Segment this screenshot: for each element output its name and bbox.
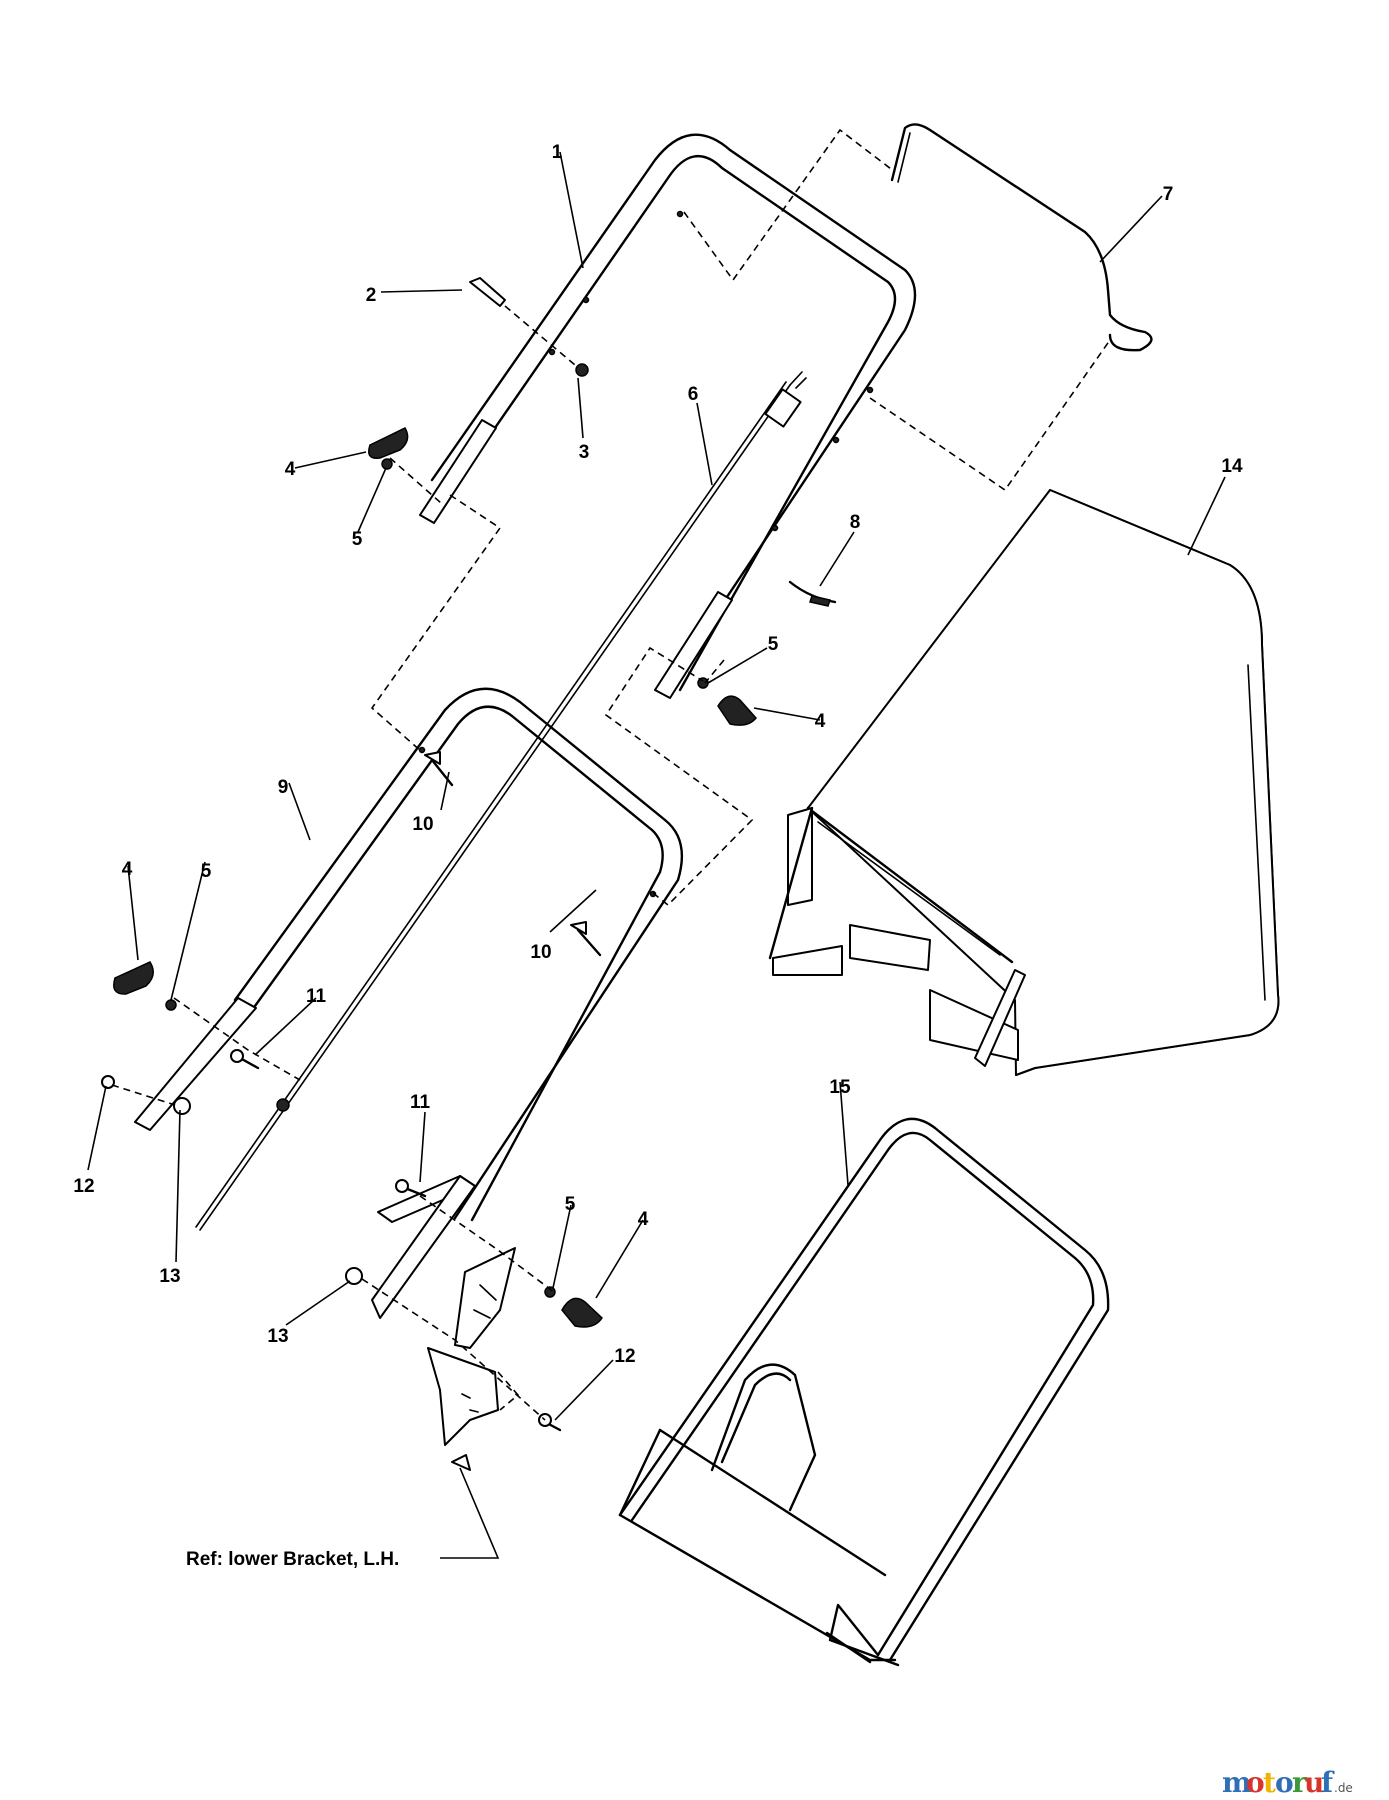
watermark-letter: u [1304,1766,1324,1799]
callout-13: 13 [267,1326,288,1347]
watermark-letter: m [1222,1766,1252,1799]
callout-12: 12 [73,1176,94,1197]
watermark-letter: o [1246,1766,1265,1799]
callout-2: 2 [366,285,377,306]
cable-clip [788,580,837,607]
callout-5: 5 [352,529,363,550]
reference-note: Ref: lower Bracket, L.H. [186,1549,399,1570]
watermark-letter: f [1321,1766,1335,1799]
leader-lines [87,151,1226,1559]
callout-1: 1 [552,142,563,163]
watermark-letter: o [1275,1766,1294,1799]
callout-3: 3 [579,442,590,463]
callout-8: 8 [850,512,861,533]
watermark-letter: t [1263,1766,1276,1799]
control-cable [195,371,807,1231]
hardware [101,277,709,1432]
callout-4: 4 [815,711,826,732]
callout-4: 4 [122,859,133,880]
callout-11: 11 [306,986,327,1007]
grass-catcher-bag [768,489,1280,1076]
callout-9: 9 [278,777,289,798]
lower-bracket [427,1247,516,1446]
callout-15: 15 [829,1077,851,1098]
assembly-dashed-lines [111,128,1111,1421]
callout-6: 6 [688,384,699,405]
callout-11: 11 [410,1092,431,1113]
callout-5: 5 [565,1194,576,1215]
callout-4: 4 [638,1209,649,1230]
callout-numbers: 1 2 3 4 5 6 7 8 5 4 14 9 4 5 10 10 11 12… [73,142,1243,1367]
callout-4: 4 [285,459,296,480]
callout-7: 7 [1163,184,1174,205]
callout-5: 5 [768,634,779,655]
lower-handle [134,687,684,1319]
grass-catcher-frame [618,1117,1110,1667]
bag-hanger-wire [890,123,1153,352]
upper-handle [419,133,917,699]
callout-12: 12 [614,1346,635,1367]
callout-13: 13 [159,1266,180,1287]
callout-10: 10 [530,942,551,963]
watermark-suffix: .de [1334,1781,1353,1795]
callout-5: 5 [201,861,212,882]
handle-knob [113,427,757,1328]
watermark-letter: r [1292,1766,1308,1799]
callout-14: 14 [1221,456,1243,477]
callout-10: 10 [412,814,433,835]
